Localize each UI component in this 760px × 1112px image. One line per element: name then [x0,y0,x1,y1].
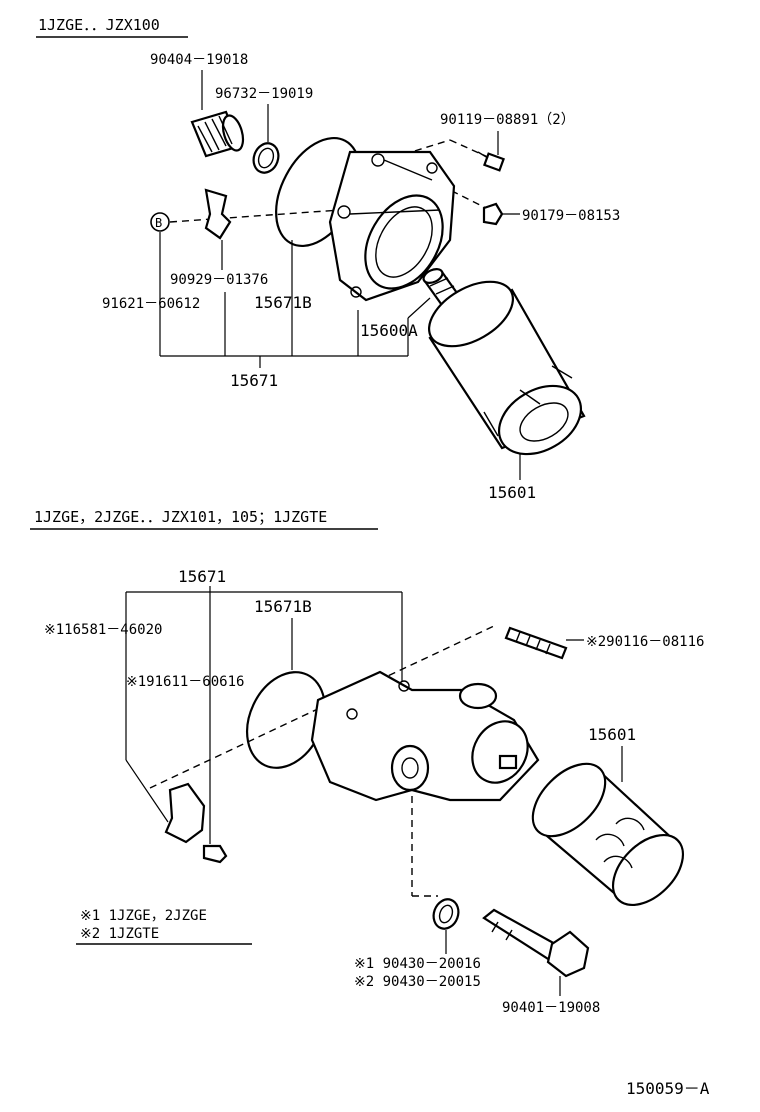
section2-leader-lines [125,586,623,996]
label-15601-lower[interactable]: 15601 [588,725,636,744]
note-1: ※1 1JZGE，2JZGE [80,908,207,924]
label-91621-60612[interactable]: 91621－60612 [102,296,200,312]
label-15671b[interactable]: 15671B [254,293,312,312]
union-bolt-90401[interactable] [482,908,590,978]
reference-b-marker: B [150,212,170,232]
label-15671-lower[interactable]: 15671 [178,567,226,586]
label-15601[interactable]: 15601 [488,483,536,502]
label-90401-19008[interactable]: 90401－19008 [502,1000,600,1016]
figure-code: 150059－A [626,1079,710,1098]
label-15671b-lower[interactable]: 15671B [254,597,312,616]
gasket-90430[interactable] [430,896,463,932]
gasket-96732[interactable] [250,140,283,176]
label-90179-08153[interactable]: 90179－08153 [522,208,620,224]
label-116581-46020[interactable]: ※116581－46020 [44,622,162,638]
union-bolt-90404[interactable] [190,110,247,158]
section2-dashed-lines [149,625,495,897]
bolt-90119[interactable] [477,151,505,172]
nut-90179[interactable] [482,202,504,226]
label-15600a[interactable]: 15600A [360,321,418,340]
label-90430-20015[interactable]: ※2 90430－20015 [354,974,481,990]
label-290116-08116[interactable]: ※290116－08116 [586,634,704,650]
bolt-91611[interactable] [202,844,228,864]
label-90430-20016[interactable]: ※1 90430－20016 [354,956,481,972]
label-90119-08891[interactable]: 90119－08891（2） [440,112,575,128]
label-90929-01376[interactable]: 90929－01376 [170,272,268,288]
oil-filter-15601-lower[interactable] [520,751,697,919]
section2-header: 1JZGE，2JZGE．．JZX101，105；1JZGTE [34,508,327,526]
bracket-90929[interactable] [204,188,232,240]
oil-filter-bracket-15671[interactable] [328,150,458,302]
label-15671[interactable]: 15671 [230,371,278,390]
section1-header: 1JZGE．．JZX100 [38,16,160,34]
oil-filter-bracket-15671-lower[interactable] [310,670,540,802]
label-90404-19018[interactable]: 90404－19018 [150,52,248,68]
stud-bolt-90116[interactable] [504,626,568,660]
gasket-96732-inner [257,147,275,169]
svg-text:B: B [155,216,162,230]
bracket-16581[interactable] [164,782,206,844]
section1-leader-lines [159,70,521,480]
label-191611-60616[interactable]: ※191611－60616 [126,674,244,690]
label-96732-19019[interactable]: 96732－19019 [215,86,313,102]
oil-filter-15601-upper[interactable] [418,268,593,467]
gasket-90430-inner [438,904,454,924]
note-2: ※2 1JZGTE [80,926,159,942]
